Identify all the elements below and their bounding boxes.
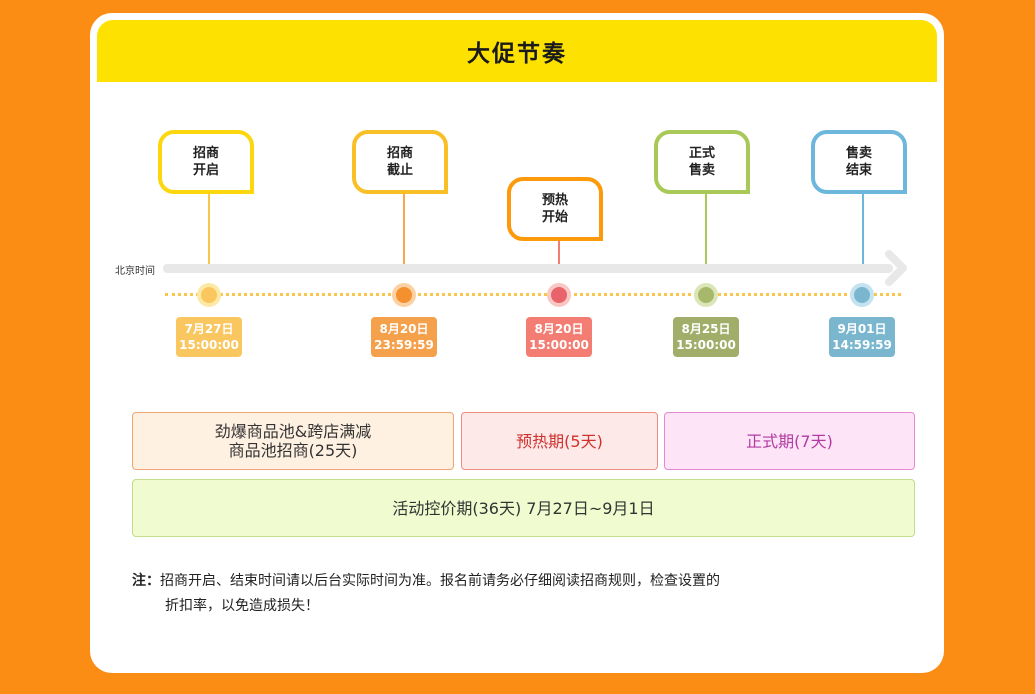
date-label: 9月01日 14:59:59 xyxy=(829,317,895,357)
timeline-node xyxy=(850,283,874,307)
timeline-node xyxy=(197,283,221,307)
time-axis xyxy=(163,264,893,273)
date-label: 7月27日 15:00:00 xyxy=(176,317,242,357)
date-label: 8月25日 15:00:00 xyxy=(673,317,739,357)
date-label: 8月20日 23:59:59 xyxy=(371,317,437,357)
notice-line2: 折扣率，以免造成损失！ xyxy=(165,598,319,614)
stage-flag: 招商 截止 xyxy=(352,130,448,194)
stage-stem xyxy=(403,194,405,264)
axis-label: 北京时间 xyxy=(115,266,155,277)
date-day: 9月01日 xyxy=(837,322,887,336)
notice-text: 注：招商开启、结束时间请以后台实际时间为准。报名前请务必仔细阅读招商规则，检查设… xyxy=(132,569,852,619)
stage-stem xyxy=(862,194,864,264)
price-control-period: 活动控价期(36天) 7月27日~9月1日 xyxy=(132,479,915,537)
timeline-node xyxy=(694,283,718,307)
rhythm-card: 大促节奏 招商 开启 招商 截止 预热 开始 正式 售卖 售卖 结束 北京时间 … xyxy=(90,13,944,673)
date-day: 8月25日 xyxy=(681,322,731,336)
stage-flag: 正式 售卖 xyxy=(654,130,750,194)
date-time: 15:00:00 xyxy=(179,338,239,352)
date-day: 8月20日 xyxy=(534,322,584,336)
date-time: 15:00:00 xyxy=(676,338,736,352)
date-time: 15:00:00 xyxy=(529,338,589,352)
notice-prefix: 注： xyxy=(132,573,160,589)
date-day: 7月27日 xyxy=(184,322,234,336)
date-day: 8月20日 xyxy=(379,322,429,336)
date-label: 8月20日 15:00:00 xyxy=(526,317,592,357)
dotted-timeline xyxy=(165,293,901,296)
page-title: 大促节奏 xyxy=(97,20,937,82)
timeline-node xyxy=(547,283,571,307)
notice-line1: 招商开启、结束时间请以后台实际时间为准。报名前请务必仔细阅读招商规则，检查设置的 xyxy=(160,573,720,589)
date-time: 14:59:59 xyxy=(832,338,892,352)
formal-period: 正式期(7天) xyxy=(664,412,915,470)
preheat-period: 预热期(5天) xyxy=(461,412,658,470)
stage-flag: 预热 开始 xyxy=(507,177,603,241)
stage-stem xyxy=(208,194,210,264)
stage-stem xyxy=(705,194,707,264)
date-time: 23:59:59 xyxy=(374,338,434,352)
recruit-period: 劲爆商品池&跨店满减 商品池招商(25天) xyxy=(132,412,454,470)
stage-flag: 招商 开启 xyxy=(158,130,254,194)
axis-arrow-icon xyxy=(885,250,907,286)
stage-stem xyxy=(558,241,560,264)
timeline-node xyxy=(392,283,416,307)
stage-flag: 售卖 结束 xyxy=(811,130,907,194)
